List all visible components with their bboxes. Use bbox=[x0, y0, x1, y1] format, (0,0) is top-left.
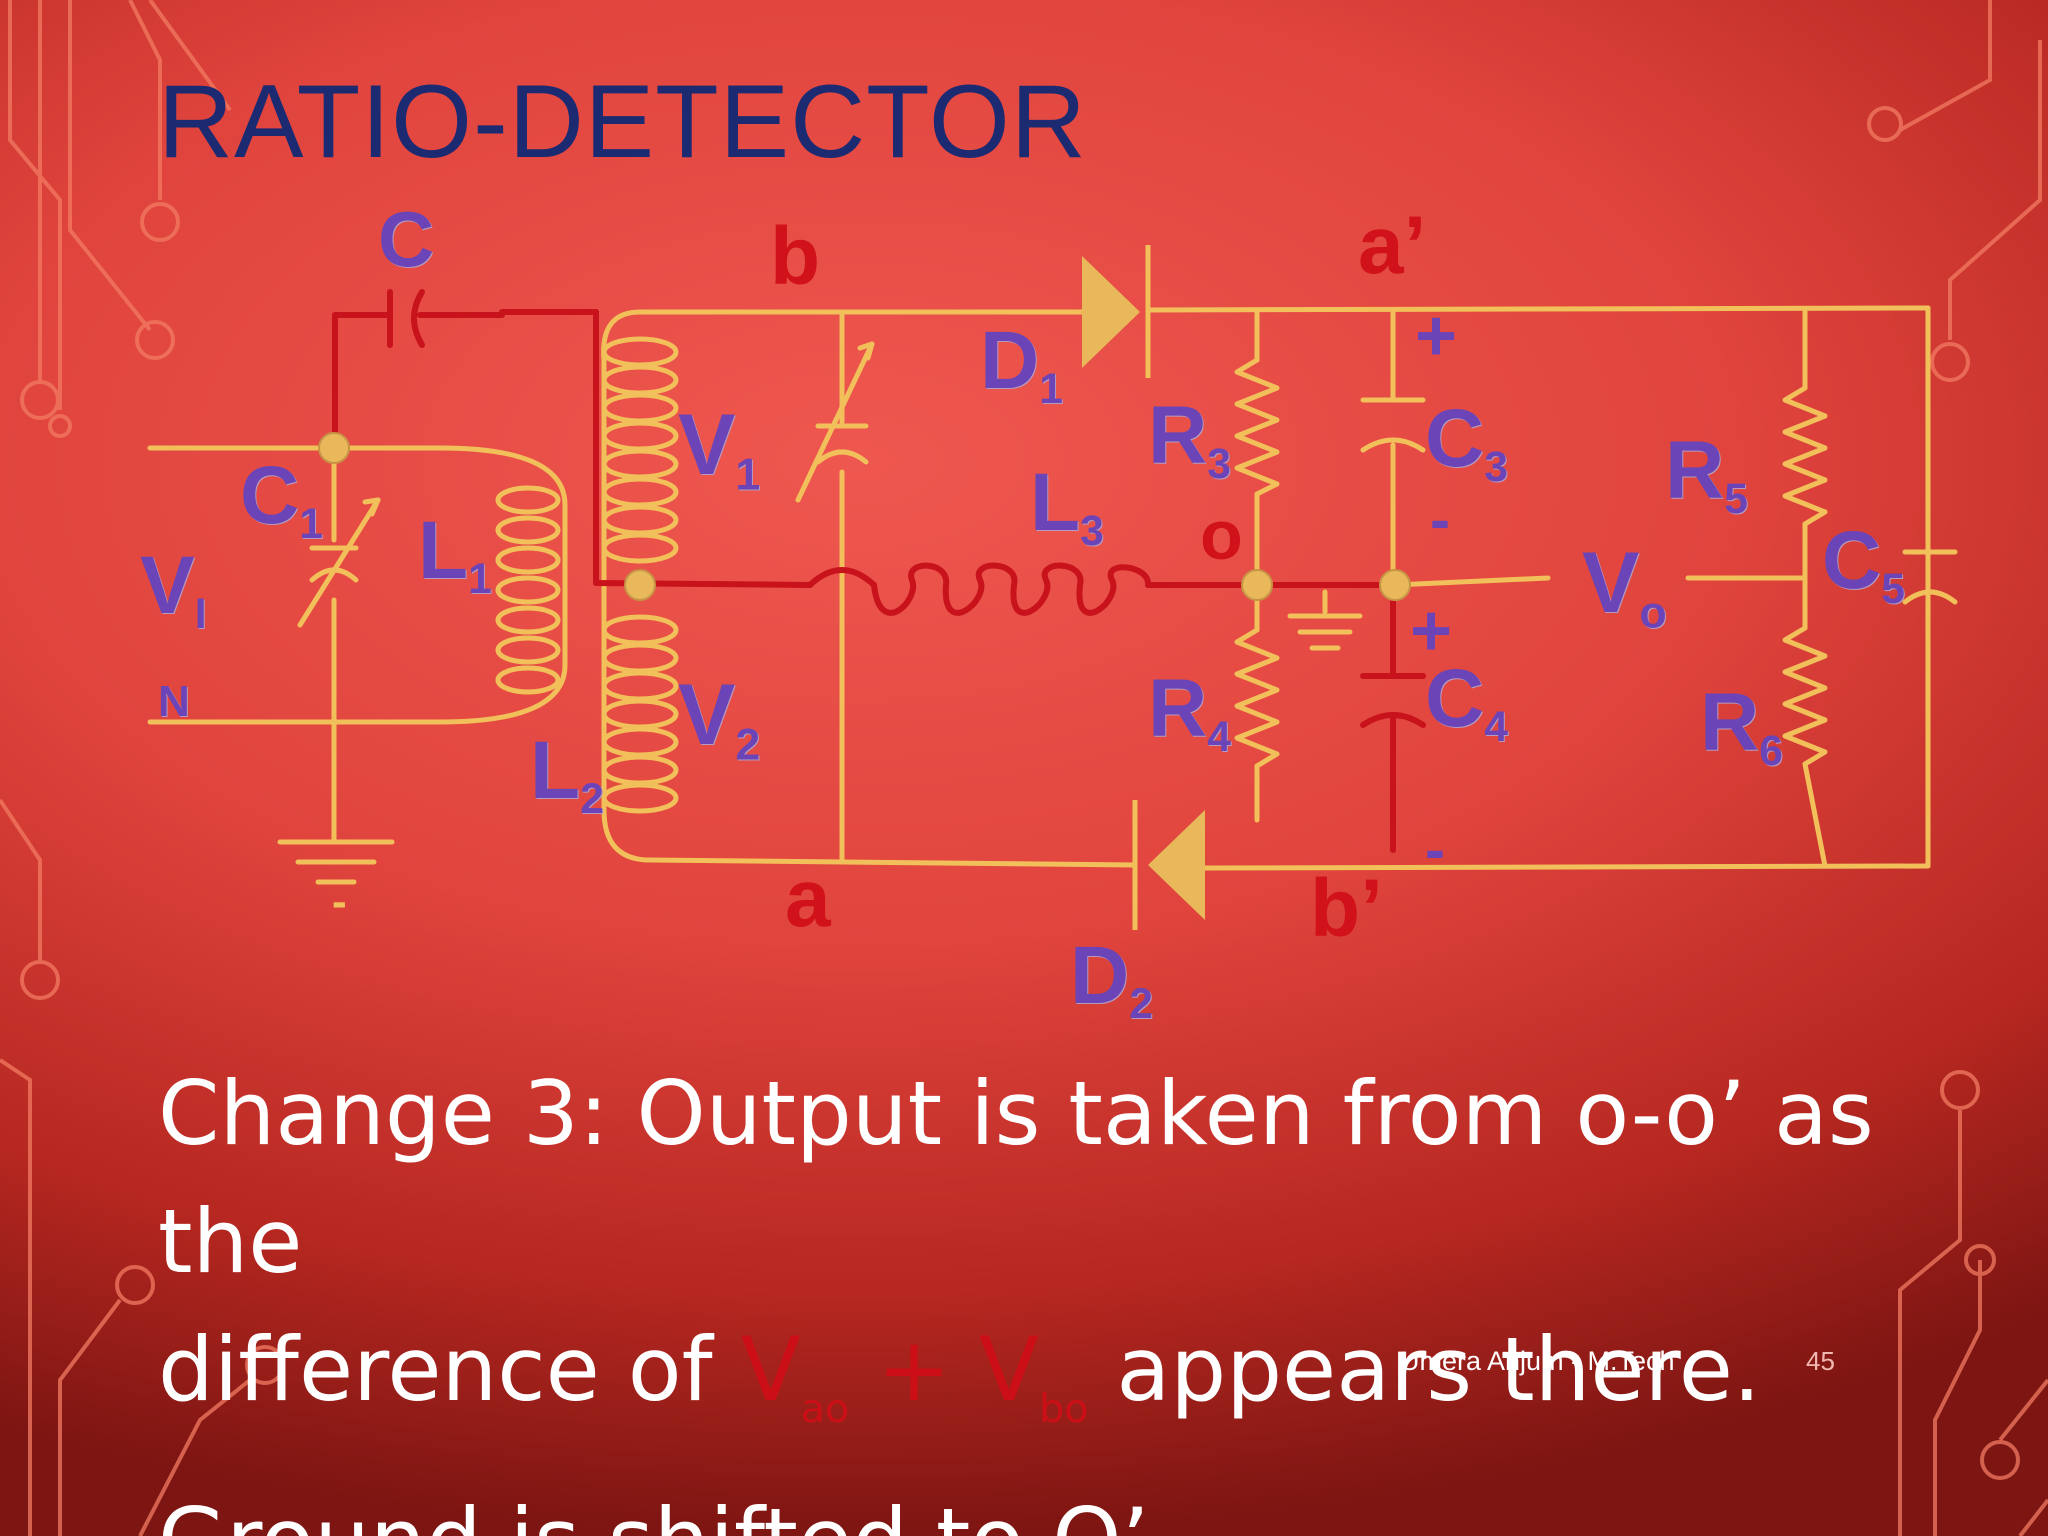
c4-minus-sign: - bbox=[1425, 816, 1445, 883]
slide-title: RATIO-DETECTOR bbox=[158, 64, 1087, 180]
label-l1: L1 bbox=[418, 505, 492, 603]
l3-coil bbox=[871, 562, 1151, 616]
label-vo: Vo bbox=[1582, 535, 1667, 638]
label-r3: R3 bbox=[1148, 390, 1231, 488]
label-d2: D2 bbox=[1070, 930, 1153, 1028]
r6-resistor bbox=[1782, 625, 1828, 767]
c4-plus-sign: + bbox=[1410, 591, 1453, 671]
body-text: Change 3: Output is taken from o-o’ as t… bbox=[158, 1050, 1958, 1536]
l1-coil bbox=[495, 485, 561, 695]
label-c1: C1 bbox=[240, 450, 323, 548]
label-c: C bbox=[378, 195, 435, 283]
label-vin: VI bbox=[140, 540, 207, 638]
node-o: o bbox=[1200, 496, 1243, 574]
formula-plus: + bbox=[849, 1318, 979, 1421]
r3-resistor bbox=[1234, 357, 1280, 497]
label-r4: R4 bbox=[1148, 663, 1231, 761]
l1-frame bbox=[437, 445, 568, 725]
d2-diode bbox=[1132, 800, 1205, 930]
label-r5: R5 bbox=[1665, 425, 1748, 523]
formula-vbo: Vbo bbox=[978, 1318, 1089, 1432]
label-l2: L2 bbox=[530, 725, 604, 823]
label-vin-n: N bbox=[158, 677, 190, 726]
label-c5: C5 bbox=[1822, 515, 1905, 613]
ground-minus-sign: - bbox=[332, 877, 347, 926]
node-b-prime: b’ bbox=[1310, 863, 1383, 954]
node-dot bbox=[318, 432, 350, 464]
r5-resistor bbox=[1782, 385, 1828, 527]
label-v2: V2 bbox=[678, 667, 761, 770]
node-a: a bbox=[785, 853, 831, 944]
node-dot-o bbox=[1241, 569, 1273, 601]
body-line-3: Ground is shifted to O’. bbox=[158, 1477, 1958, 1536]
body-line-2: difference of Vao + Vbo appears there. bbox=[158, 1318, 1761, 1432]
page-number: 45 bbox=[1806, 1346, 1835, 1376]
label-l3: L3 bbox=[1030, 457, 1104, 555]
node-dot bbox=[624, 569, 656, 601]
l2-frame bbox=[601, 309, 653, 863]
footer-author: Umera Anjum - M.Tech bbox=[1400, 1346, 1675, 1376]
label-c3: C3 bbox=[1425, 393, 1508, 491]
node-b: b bbox=[770, 211, 821, 302]
c3-minus-sign: - bbox=[1430, 486, 1450, 553]
c3-plus-sign: + bbox=[1415, 296, 1458, 376]
label-v1: V1 bbox=[678, 397, 761, 500]
d1-diode bbox=[1082, 245, 1151, 378]
node-dot-o-prime bbox=[1379, 569, 1411, 601]
l2-coil bbox=[601, 336, 679, 814]
label-r6: R6 bbox=[1700, 677, 1783, 775]
c-plate-right bbox=[411, 289, 425, 348]
label-c4: C4 bbox=[1425, 653, 1508, 751]
r4-resistor bbox=[1234, 627, 1280, 769]
formula-vao: Vao bbox=[740, 1318, 850, 1432]
body-line-1: Change 3: Output is taken from o-o’ as t… bbox=[158, 1062, 1874, 1293]
node-a-prime: a’ bbox=[1358, 200, 1427, 291]
label-d1: D1 bbox=[980, 315, 1063, 413]
